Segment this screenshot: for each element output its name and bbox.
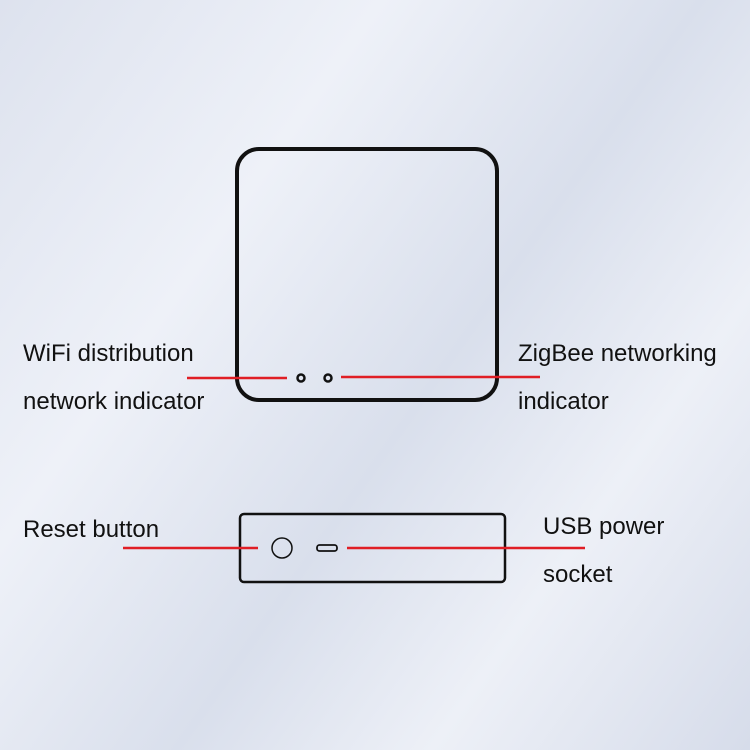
reset-button-hole: [271, 537, 293, 559]
wifi-indicator-led: [296, 373, 306, 383]
label-line: socket: [543, 561, 613, 588]
usb-socket: [316, 544, 338, 552]
wifi-indicator-label: WiFi distribution network indicator: [23, 330, 204, 426]
reset-button-label: Reset button: [23, 506, 159, 554]
zigbee-indicator-led: [323, 373, 333, 383]
label-line: ZigBee networking: [518, 340, 717, 367]
label-line: Reset button: [23, 516, 160, 543]
label-line: WiFi distribution: [23, 340, 194, 367]
device-top-view: [235, 147, 499, 402]
zigbee-indicator-label: ZigBee networking indicator: [518, 330, 717, 426]
label-line: network indicator: [23, 388, 205, 415]
label-line: USB power: [543, 513, 665, 540]
label-line: indicator: [518, 388, 609, 415]
usb-socket-label: USB power socket: [543, 503, 664, 599]
